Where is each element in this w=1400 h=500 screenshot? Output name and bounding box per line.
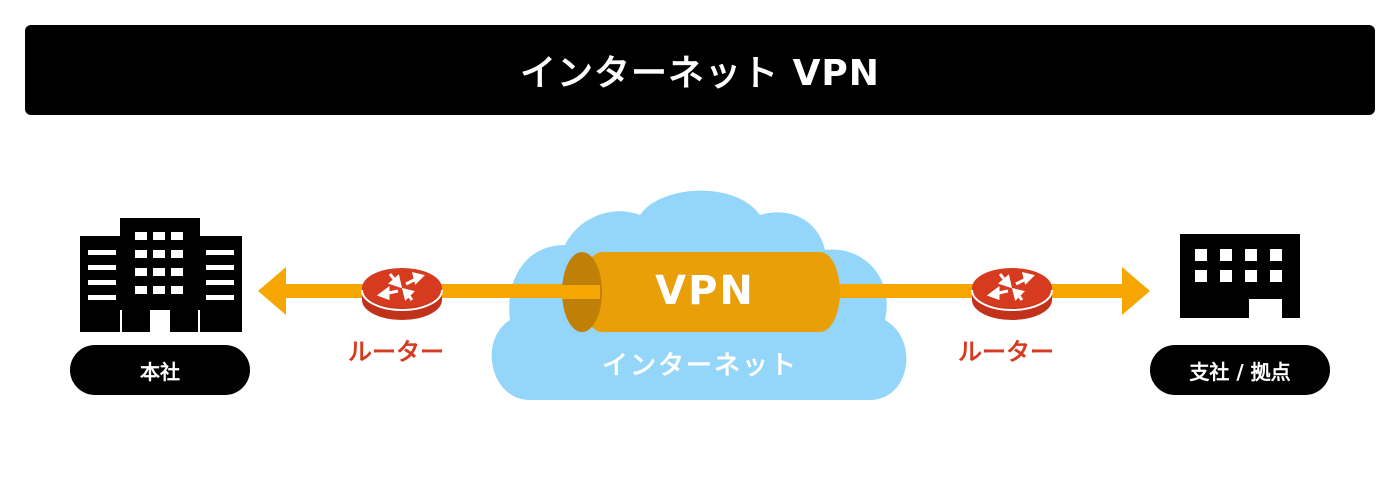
router-left-icon bbox=[361, 268, 443, 320]
router-right-icon bbox=[971, 268, 1053, 320]
internet-cloud-label: インターネット bbox=[601, 351, 798, 381]
office-building-icon bbox=[80, 218, 242, 332]
vpn-tunnel-label: VPN bbox=[655, 268, 755, 314]
page-title: インターネット VPN bbox=[520, 53, 880, 94]
title-bar: インターネット VPN bbox=[25, 25, 1375, 115]
branch-building-icon bbox=[1180, 234, 1300, 318]
vpn-tunnel bbox=[562, 252, 840, 332]
router-right-label: ルーター bbox=[958, 338, 1054, 366]
router-left-label: ルーター bbox=[348, 338, 444, 366]
branch-label: 支社 / 拠点 bbox=[1150, 345, 1330, 395]
headquarters-label: 本社 bbox=[70, 345, 250, 395]
